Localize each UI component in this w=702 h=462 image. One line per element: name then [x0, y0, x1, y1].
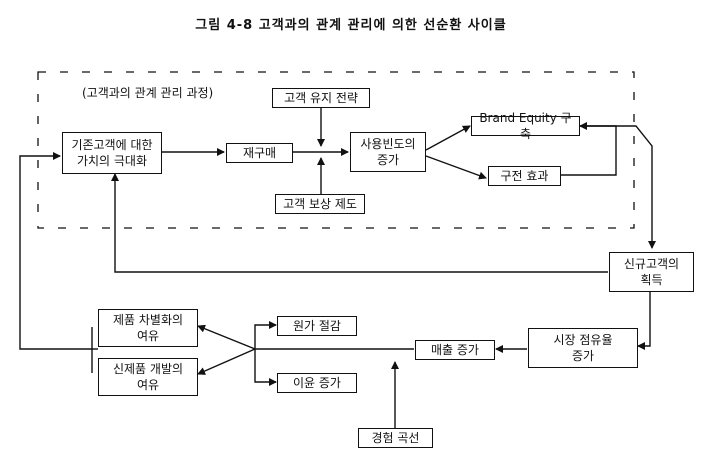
arrow-left-feedback: [19, 152, 92, 350]
node-existing-customer-value: 기존고객에 대한 가치의 극대화: [62, 132, 162, 174]
node-experience-curve: 경험 곡선: [358, 428, 433, 448]
node-retention-strategy: 고객 유지 전략: [272, 88, 370, 108]
arrow-to-new-product: [197, 348, 256, 375]
node-word-of-mouth: 구전 효과: [488, 166, 561, 186]
node-market-share-increase: 시장 점유율 증가: [528, 328, 638, 368]
arrow-usage-to-wom: [425, 155, 487, 180]
node-new-product-development: 신제품 개발의 여유: [98, 358, 198, 396]
arrow-sales-to-profit: [254, 349, 277, 386]
node-new-customer-acquisition: 신규고객의 획득: [609, 252, 694, 292]
arrow-usage-to-brand: [425, 125, 471, 151]
node-cost-reduction: 원가 절감: [277, 316, 357, 336]
arrow-new-customer-to-existing: [111, 173, 608, 273]
node-reward-program: 고객 보상 제도: [275, 194, 365, 214]
node-sales-increase: 매출 증가: [415, 340, 495, 360]
node-profit-increase: 이윤 증가: [277, 373, 357, 393]
figure-title: 그림 4-8 고객과의 관계 관리에 의한 선순환 사이클: [195, 18, 507, 33]
arrow-brand-to-new-customer: [580, 125, 656, 249]
node-brand-equity: Brand Equity 구축: [471, 111, 580, 141]
region-label: (고객과의 관계 관리 과정): [82, 86, 214, 100]
arrow-new-customer-to-market: [637, 292, 651, 350]
node-product-differentiation: 제품 차별화의 여유: [98, 309, 198, 347]
node-repurchase: 재구매: [226, 143, 293, 163]
arrow-sales-to-cost: [254, 321, 414, 350]
arrow-to-differentiation: [197, 324, 256, 350]
node-usage-frequency-increase: 사용빈도의 증가: [350, 132, 426, 172]
